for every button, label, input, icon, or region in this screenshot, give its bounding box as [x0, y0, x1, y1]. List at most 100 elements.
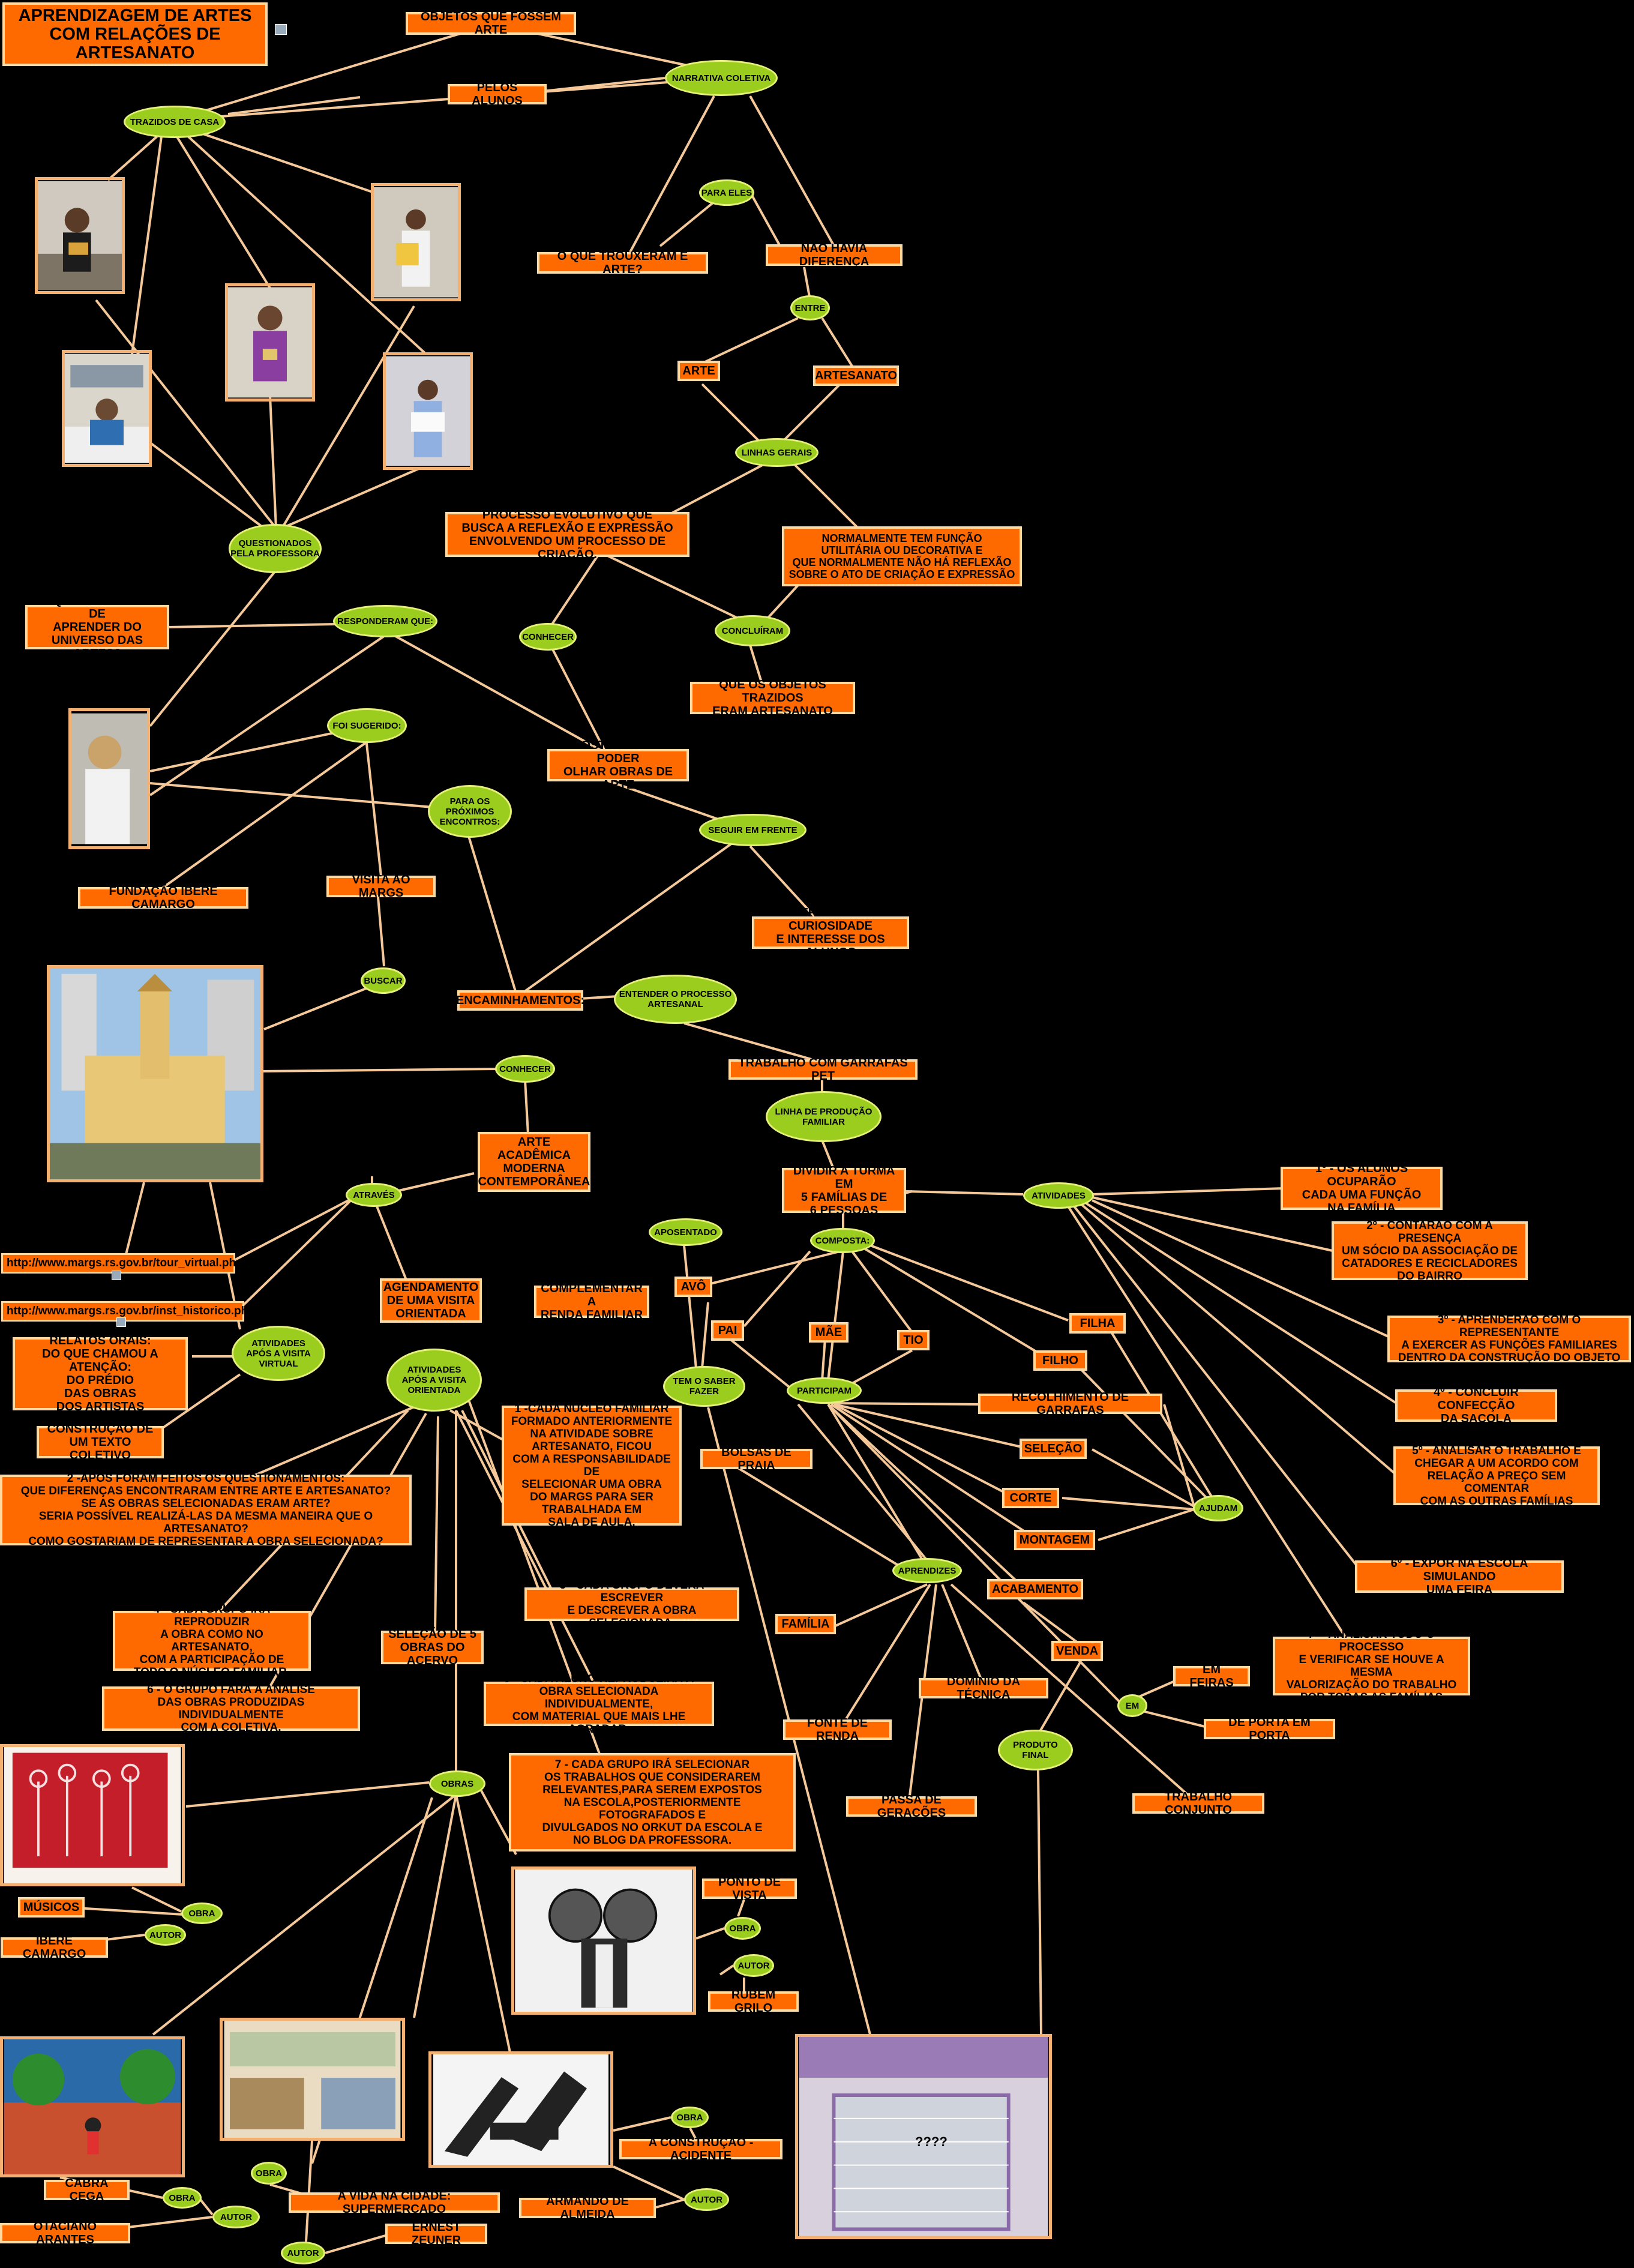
link-oval-autor1[interactable]: AUTOR [145, 1924, 186, 1946]
concept-box-musicos[interactable]: MÚSICOS [18, 1897, 85, 1918]
concept-box-corte[interactable]: CORTE [1002, 1488, 1059, 1508]
concept-box-passa-geracoes[interactable]: PASSA DE GERAÇÕES [846, 1793, 977, 1820]
concept-box-a6[interactable]: 6º - EXPOR NA ESCOLA SIMULANDO UMA FEIRA [1355, 1557, 1564, 1596]
link-oval-participam[interactable]: PARTICIPAM [787, 1377, 862, 1404]
concept-box-construcao-texto[interactable]: CONSTRUÇÃO DE UM TEXTO COLETIVO [37, 1422, 164, 1462]
concept-box-trabalho-conjunto[interactable]: TRABALHO CONJUNTO [1132, 1790, 1264, 1817]
concept-box-a3[interactable]: 3º - APRENDERÃO COM O REPRESENTANTE A EX… [1387, 1314, 1631, 1364]
concept-box-pelos-alunos[interactable]: PELOS ALUNOS [448, 81, 547, 107]
link-oval-ativ-apos1[interactable]: ATIVIDADES APÓS A VISITA VIRTUAL [232, 1326, 325, 1381]
concept-box-construcao-acidente[interactable]: A CONSTRUÇÃO - ACIDENTE [619, 2136, 782, 2162]
link-oval-seguir[interactable]: SEGUIR EM FRENTE [699, 814, 806, 846]
concept-box-trouxeram[interactable]: O QUE TROUXERAM É ARTE? [537, 250, 708, 276]
concept-box-t5[interactable]: 5 - CADA ALUNO REPRODUZIRÁ A OBRA SELECI… [484, 1673, 714, 1736]
concept-box-familia[interactable]: FAMÍLIA [775, 1614, 836, 1634]
link-oval-atividades[interactable]: ATIVIDADES [1023, 1182, 1094, 1209]
concept-box-filha[interactable]: FILHA [1069, 1313, 1126, 1334]
concept-box-t7[interactable]: 7 - CADA GRUPO IRÁ SELECIONAR OS TRABALH… [509, 1753, 796, 1851]
concept-box-a5[interactable]: 5º - ANALISAR O TRABALHO E CHEGAR A UM A… [1393, 1445, 1600, 1508]
concept-box-objetos[interactable]: OBJETOS QUE FOSSEM ARTE [406, 10, 576, 37]
concept-box-t3[interactable]: 3 - CADA GRUPO DEVERÁ ESCREVER E DESCREV… [524, 1579, 739, 1629]
link-oval-autor5[interactable]: AUTOR [281, 2242, 325, 2264]
link-oval-conhecer1[interactable]: CONHECER [519, 623, 577, 651]
link-oval-foi-sugerido[interactable]: FOI SUGERIDO: [327, 708, 407, 743]
concept-box-objetos-trazidos[interactable]: QUE OS OBJETOS TRAZIDOS ERAM ARTESANATO [690, 678, 855, 718]
link-oval-entender[interactable]: ENTENDER O PROCESSO ARTESANAL [614, 975, 737, 1024]
concept-box-t4[interactable]: 4 - CADA GRUPO IRÁ REPRODUZIR A OBRA COM… [113, 1603, 311, 1679]
link-oval-produto-final[interactable]: PRODUTO FINAL [998, 1730, 1073, 1770]
concept-box-em-feiras[interactable]: EM FEIRAS [1173, 1663, 1250, 1689]
concept-box-avo[interactable]: AVÔ [674, 1277, 712, 1297]
concept-box-bolsas[interactable]: BOLSAS DE PRAIA [700, 1446, 812, 1472]
concept-box-rubem[interactable]: RUBEM GRILO [708, 1988, 799, 2015]
concept-box-dividir[interactable]: DIVIDIR A TURMA EM 5 FAMÍLIAS DE 6 PESSO… [782, 1164, 906, 1217]
concept-box-visita-margs[interactable]: VISITA AO MARGS [326, 873, 436, 900]
concept-box-recolhimento[interactable]: RECOLHIMENTO DE GARRAFAS [978, 1391, 1162, 1417]
concept-box-garrafas-pet[interactable]: TRABALHO COM GARRAFAS PET [728, 1056, 918, 1083]
concept-box-nao-havia[interactable]: NÃO HAVIA DIFERENÇA [766, 242, 903, 268]
concept-box-a7[interactable]: 7º - ANALISAR TODO O PROCESSO E VERIFICA… [1273, 1628, 1470, 1704]
concept-box-t2[interactable]: 2 -APÓS FORAM FEITOS OS QUESTIONAMENTOS:… [0, 1472, 412, 1548]
concept-box-vida-cidade[interactable]: A VIDA NA CIDADE: SUPERMERCADO [289, 2189, 500, 2216]
link-oval-entre[interactable]: ENTRE [790, 295, 830, 320]
concept-box-fundacao[interactable]: FUNDAÇÃO IBERÊ CAMARGO [78, 885, 248, 911]
concept-box-encaminhamentos[interactable]: ENCAMINHAMENTOS: [456, 990, 584, 1011]
concept-box-tio[interactable]: TIO [897, 1330, 930, 1350]
concept-box-otaciano[interactable]: OTACIANO ARANTES [0, 2220, 130, 2246]
concept-box-mae[interactable]: MÃE [809, 1322, 849, 1343]
link-oval-obra2[interactable]: OBRA [724, 1917, 761, 1940]
concept-box-agendamento[interactable]: AGENDAMENTO DE UMA VISITA ORIENTADA [380, 1278, 482, 1323]
link-oval-responderam[interactable]: RESPONDERAM QUE: [333, 605, 437, 637]
concept-box-arte[interactable]: ARTE [677, 361, 720, 381]
link-oval-obra4[interactable]: OBRA [671, 2107, 709, 2128]
link-oval-autor3[interactable]: AUTOR [212, 2206, 260, 2228]
concept-box-cabra-cega[interactable]: CABRA CEGA [44, 2177, 130, 2203]
link-oval-trazidos[interactable]: TRAZIDOS DE CASA [124, 106, 226, 138]
concept-box-ponto-vista[interactable]: PONTO DE VISTA [702, 1875, 797, 1902]
concept-box-fonte-renda[interactable]: FONTE DE RENDA [783, 1716, 892, 1743]
concept-box-selecao[interactable]: SELEÇÃO [1020, 1439, 1087, 1459]
concept-box-venda[interactable]: VENDA [1051, 1641, 1103, 1661]
link-oval-obra3[interactable]: OBRA [163, 2187, 202, 2209]
link-oval-obra1[interactable]: OBRA [181, 1903, 223, 1924]
link-oval-questionados[interactable]: QUESTIONADOS PELA PROFESSORA [229, 524, 322, 573]
concept-box-a2[interactable]: 2º - CONTARÃO COM A PRESENÇA UM SÓCIO DA… [1332, 1220, 1528, 1283]
link-oval-linha-producao[interactable]: LINHA DE PRODUÇÃO FAMILIAR [766, 1091, 882, 1142]
link-oval-composta[interactable]: COMPOSTA: [810, 1228, 875, 1253]
concept-box-a1[interactable]: 1º - OS ALUNOS OCUPARÃO CADA UMA FUNÇÃO … [1281, 1162, 1443, 1215]
concept-box-montagem[interactable]: MONTAGEM [1014, 1530, 1095, 1550]
link-oval-ajudam[interactable]: AJUDAM [1193, 1495, 1243, 1521]
concept-box-t6[interactable]: 6 - O GRUPO FARÁ A ANÁLISE DAS OBRAS PRO… [102, 1683, 360, 1734]
link-oval-autor2[interactable]: AUTOR [733, 1954, 774, 1977]
link-oval-obra5[interactable]: OBRA [251, 2162, 287, 2185]
link-oval-narrativa[interactable]: NARRATIVA COLETIVA [665, 60, 778, 96]
link-oval-atraves[interactable]: ATRAVÉS [346, 1183, 402, 1207]
link-oval-buscar[interactable]: BUSCAR [361, 967, 406, 994]
link-oval-para-eles[interactable]: PARA ELES [699, 179, 754, 206]
concept-box-relatos[interactable]: RELATOS ORAIS: DO QUE CHAMOU A ATENÇÃO: … [13, 1334, 188, 1413]
concept-box-pai[interactable]: PAI [711, 1320, 744, 1341]
concept-box-a4[interactable]: 4º - CONCLUIR CONFECÇÃO DA SACOLA [1395, 1386, 1557, 1425]
map-note-icon[interactable] [275, 24, 287, 35]
link-oval-tem-saber[interactable]: TEM O SABER FAZER [663, 1366, 745, 1407]
concept-box-filho[interactable]: FILHO [1033, 1350, 1087, 1371]
concept-box-t1[interactable]: 1 -CADA NÚCLEO FAMILIAR FORMADO ANTERIOR… [502, 1403, 682, 1529]
concept-box-armando[interactable]: ARMANDO DE ALMEIDA [519, 2195, 656, 2221]
concept-box-dominio[interactable]: DOMÍNIO DA TÉCNICA [919, 1675, 1048, 1701]
link-oval-proximos[interactable]: PARA OS PRÓXIMOS ENCONTROS: [428, 785, 512, 838]
concept-box-processo[interactable]: PROCESSO EVOLUTIVO QUE BUSCA A REFLEXÃO … [445, 508, 689, 561]
concept-box-arte-academica[interactable]: ARTE ACADÊMICA MODERNA CONTEMPORÂNEA [478, 1132, 590, 1192]
link-oval-concluiram[interactable]: CONCLUÍRAM [715, 615, 790, 646]
link-oval-aposentado[interactable]: APOSENTADO [649, 1218, 722, 1246]
concept-box-complementar[interactable]: COMPLEMENTAR A RENDA FAMILIAR [534, 1282, 649, 1322]
concept-box-selecao5[interactable]: SELEÇÃO DE 5 OBRAS DO ACERVO [381, 1628, 484, 1667]
link-oval-linhas-gerais[interactable]: LINHAS GERAIS [735, 438, 819, 467]
link-oval-em[interactable]: EM [1117, 1694, 1147, 1717]
concept-box-frente-curiosidade[interactable]: FRENTE A CURIOSIDADE E INTERESSE DOS ALU… [752, 906, 909, 959]
link-oval-ativ-apos2[interactable]: ATIVIDADES APÓS A VISITA ORIENTADA [386, 1349, 482, 1412]
concept-box-porta[interactable]: DE PORTA EM PORTA [1204, 1716, 1335, 1742]
link-attachment-icon[interactable] [116, 1317, 126, 1327]
link-oval-obras[interactable]: OBRAS [429, 1770, 485, 1797]
link-oval-conhecer2[interactable]: CONHECER [495, 1055, 555, 1083]
concept-box-ernest[interactable]: ERNEST ZEUNER [385, 2221, 487, 2247]
